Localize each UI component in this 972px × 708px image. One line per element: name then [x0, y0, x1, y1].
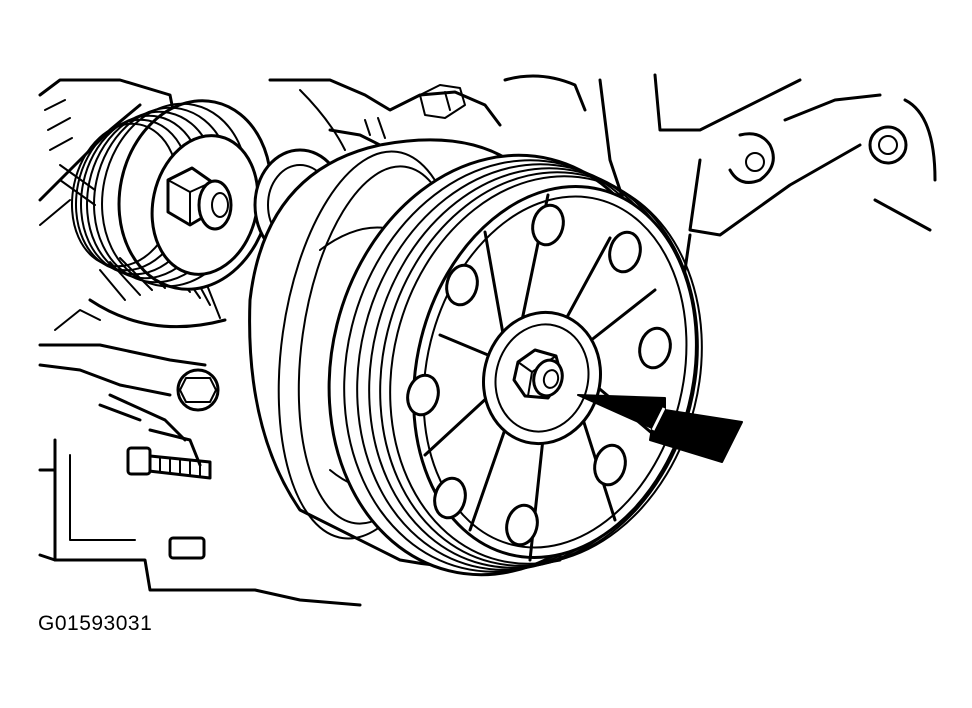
- figure-id-label: G01593031: [38, 612, 153, 635]
- arrow-icon: [577, 394, 743, 463]
- alternator: [38, 103, 227, 480]
- center-bolt: [512, 348, 564, 400]
- pulley-holes: [406, 203, 672, 547]
- alternator-pulley: [70, 99, 273, 291]
- crankshaft-pulley: [327, 153, 703, 577]
- engine-block-outline: [38, 73, 937, 607]
